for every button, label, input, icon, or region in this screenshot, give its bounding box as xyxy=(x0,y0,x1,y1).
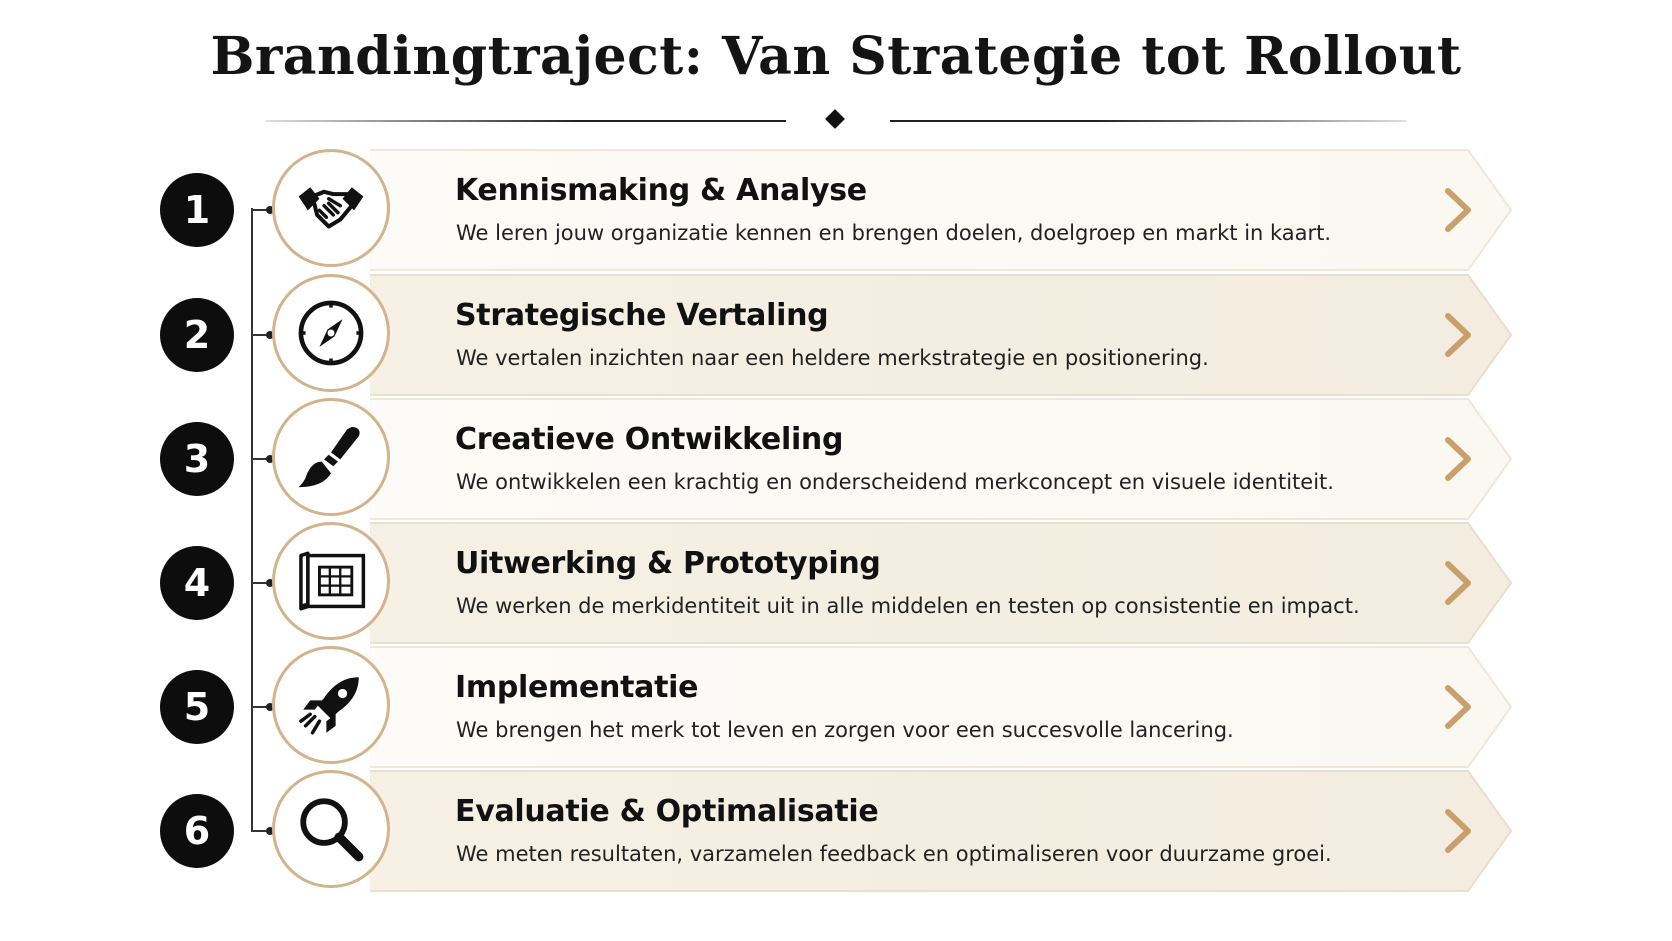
page-title: Brandingtraject: Van Strategie tot Rollo… xyxy=(210,26,1462,87)
step-description: We werken de merkidentiteit uit in alle … xyxy=(456,594,1360,618)
step-connector-tick xyxy=(251,209,271,211)
step-number: 6 xyxy=(160,794,234,868)
step-band xyxy=(370,522,1512,644)
step-description: We vertalen inzichten naar een heldere m… xyxy=(456,346,1209,370)
step-band xyxy=(370,398,1512,520)
rocket-icon xyxy=(299,677,359,735)
step-connector-dot xyxy=(266,331,274,339)
step-2[interactable]: 2 Strategische Vertaling We vertalen inz… xyxy=(0,274,1672,398)
step-connector-dot xyxy=(266,579,274,587)
step-connector-tick xyxy=(251,706,271,708)
step-title: Implementatie xyxy=(455,670,699,705)
step-connector-tick xyxy=(251,830,271,832)
step-connector-dot xyxy=(266,703,274,711)
step-connector-tick xyxy=(251,582,271,584)
step-title: Creatieve Ontwikkeling xyxy=(455,422,844,457)
timeline-connector xyxy=(251,208,253,830)
step-band xyxy=(370,149,1512,271)
step-band xyxy=(370,274,1512,396)
step-4[interactable]: 4 Uitwerking & Prototyping We werken de … xyxy=(0,522,1672,646)
title-divider-left xyxy=(266,120,786,122)
step-connector-tick xyxy=(251,334,271,336)
icon-circle xyxy=(272,149,390,267)
step-connector-tick xyxy=(251,458,271,460)
step-description: We leren jouw organizatie kennen en bren… xyxy=(456,221,1332,245)
chevron-right-icon[interactable] xyxy=(1438,682,1478,732)
icon-circle xyxy=(272,522,390,640)
step-description: We meten resultaten, varzamelen feedback… xyxy=(456,842,1332,866)
chevron-right-icon[interactable] xyxy=(1438,558,1478,608)
chevron-right-icon[interactable] xyxy=(1438,806,1478,856)
step-number: 5 xyxy=(160,670,234,744)
compass-icon xyxy=(298,300,364,366)
step-5[interactable]: 5 Implementatie We brengen het merk tot … xyxy=(0,646,1672,770)
step-title: Strategische Vertaling xyxy=(455,298,829,333)
step-band xyxy=(370,770,1512,892)
magnifier-icon xyxy=(300,798,364,862)
step-1[interactable]: 1 Kennismaking & Analyse We leren jouw o… xyxy=(0,149,1672,273)
step-description: We ontwikkelen een krachtig en ondersche… xyxy=(456,470,1334,494)
step-3[interactable]: 3 Creatieve Ontwikkeling We ontwikkelen … xyxy=(0,398,1672,522)
step-title: Uitwerking & Prototyping xyxy=(455,546,881,581)
chevron-right-icon[interactable] xyxy=(1438,434,1478,484)
step-title: Evaluatie & Optimalisatie xyxy=(455,794,879,829)
blueprint-icon xyxy=(299,551,366,611)
icon-circle xyxy=(272,398,390,516)
step-band xyxy=(370,646,1512,768)
step-title: Kennismaking & Analyse xyxy=(455,173,867,208)
step-connector-dot xyxy=(266,206,274,214)
step-connector-dot xyxy=(266,455,274,463)
step-number: 1 xyxy=(160,173,234,247)
icon-circle xyxy=(272,646,390,764)
step-6[interactable]: 6 Evaluatie & Optimalisatie We meten res… xyxy=(0,770,1672,894)
title-divider-right xyxy=(890,120,1406,122)
step-number: 2 xyxy=(160,298,234,372)
step-number: 4 xyxy=(160,546,234,620)
chevron-right-icon[interactable] xyxy=(1438,310,1478,360)
step-connector-dot xyxy=(266,827,274,835)
step-description: We brengen het merk tot leven en zorgen … xyxy=(456,718,1234,742)
icon-circle xyxy=(272,770,390,888)
handshake-icon xyxy=(298,187,364,229)
chevron-right-icon[interactable] xyxy=(1438,185,1478,235)
icon-circle xyxy=(272,274,390,392)
step-number: 3 xyxy=(160,422,234,496)
paintbrush-icon xyxy=(298,426,360,488)
